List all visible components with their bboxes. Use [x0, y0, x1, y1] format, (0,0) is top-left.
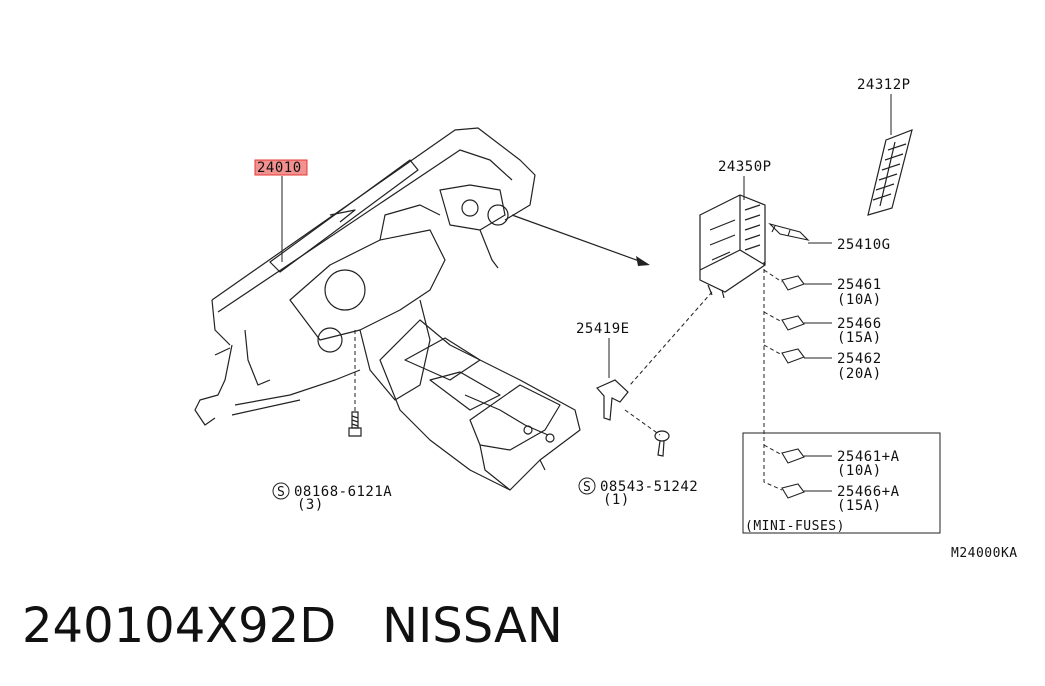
- bolt-drawing: [348, 411, 362, 437]
- mini-fuse-2-part-label[interactable]: 25466+A: [837, 484, 900, 500]
- fuse-3-rating: (20A): [837, 366, 882, 382]
- caption: 240104X92D NISSAN: [22, 598, 609, 654]
- bolt-s-mark-circle: [272, 482, 290, 500]
- pointer-arrow: [511, 214, 643, 263]
- mini-fuse-1-drawing: [781, 448, 805, 464]
- relay-drawing: [768, 222, 810, 241]
- fuse-cover-drawing: [867, 129, 913, 216]
- fuse-2-drawing: [781, 315, 805, 331]
- bolt-part-label[interactable]: 08168-6121A: [294, 484, 392, 500]
- mini-fuse-1-rating: (10A): [837, 463, 882, 479]
- fuse-1-drawing: [781, 275, 805, 291]
- mini-fuse-2-drawing: [781, 483, 805, 499]
- harness-label-highlight: [254, 159, 308, 176]
- fuse-1-part-label[interactable]: 25461: [837, 277, 882, 293]
- harness-part-label[interactable]: 24010: [257, 160, 302, 176]
- arrow-head: [636, 256, 650, 266]
- caption-part-number: 240104X92D: [22, 598, 337, 654]
- fuse-leader-lines: [354, 262, 783, 491]
- mini-fuses-box: [742, 432, 941, 534]
- mini-fuses-label: (MINI-FUSES): [745, 519, 845, 534]
- fuse-cover-part-label[interactable]: 24312P: [857, 77, 911, 93]
- screw-s-mark: S: [583, 480, 591, 495]
- figure-code: M24000KA: [951, 546, 1018, 561]
- screw-part-label[interactable]: 08543-51242: [600, 479, 698, 495]
- mini-fuse-2-rating: (15A): [837, 498, 882, 514]
- screw-qty: (1): [603, 492, 630, 508]
- fuse-1-rating: (10A): [837, 292, 882, 308]
- fuse-block-drawing: [699, 194, 766, 299]
- fuse-2-part-label[interactable]: 25466: [837, 316, 882, 332]
- relay-part-label[interactable]: 25410G: [837, 237, 891, 253]
- screw-drawing: [654, 430, 670, 457]
- bolt-s-mark: S: [277, 485, 285, 500]
- mini-fuse-1-part-label[interactable]: 25461+A: [837, 449, 900, 465]
- fuse-block-part-label[interactable]: 24350P: [718, 159, 772, 175]
- screw-s-mark-circle: [578, 477, 596, 495]
- bracket-drawing: [596, 379, 629, 421]
- bolt-qty: (3): [297, 497, 324, 513]
- dashboard-drawing: [194, 127, 581, 491]
- caption-brand: NISSAN: [382, 598, 563, 654]
- bracket-part-label[interactable]: 25419E: [576, 321, 630, 337]
- fuse-3-part-label[interactable]: 25462: [837, 351, 882, 367]
- fuse-3-drawing: [781, 348, 805, 364]
- fuse-2-rating: (15A): [837, 330, 882, 346]
